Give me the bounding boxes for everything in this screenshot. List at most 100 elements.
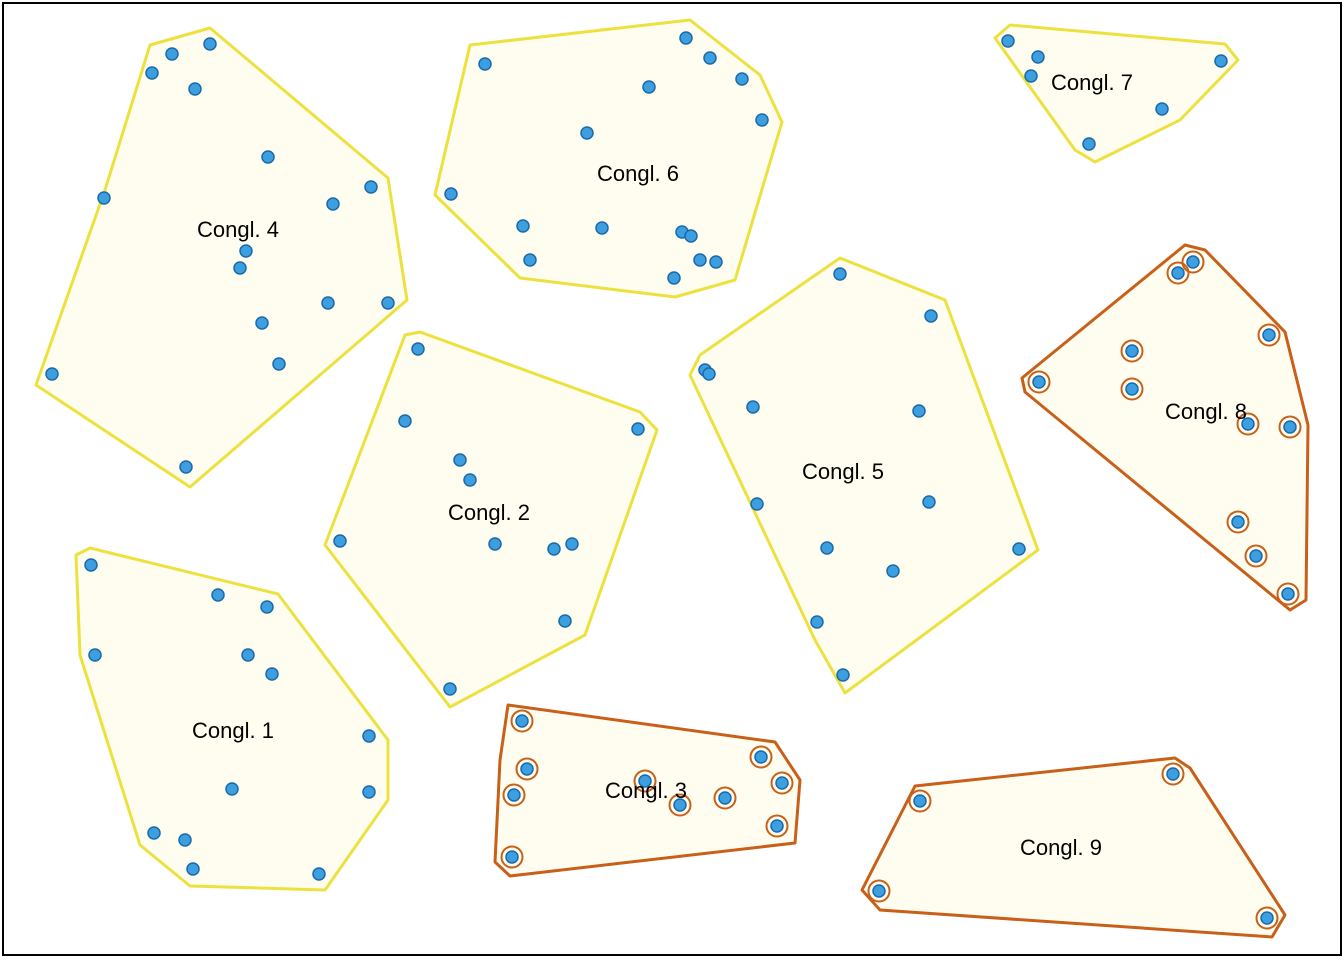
cluster-1-hull[interactable] [74, 546, 390, 892]
data-point [1231, 515, 1245, 529]
data-point [886, 564, 900, 578]
data-point [97, 191, 111, 205]
data-point [693, 253, 707, 267]
data-point [775, 776, 789, 790]
data-point [1082, 137, 1096, 151]
cluster-3-points [500, 709, 794, 869]
data-point [321, 296, 335, 310]
cluster-4-label: Congl. 4 [197, 217, 279, 242]
point-highlight-ring [510, 709, 534, 733]
data-point [702, 367, 716, 381]
data-point [565, 537, 579, 551]
point-highlight-ring [515, 757, 539, 781]
data-point [478, 57, 492, 71]
data-point [255, 316, 269, 330]
data-point [667, 271, 681, 285]
data-point [913, 794, 927, 808]
point-highlight-ring [500, 845, 524, 869]
cluster-4[interactable]: Congl. 4 [34, 26, 409, 489]
data-point [924, 309, 938, 323]
data-point [735, 72, 749, 86]
data-point [912, 404, 926, 418]
point-highlight-ring [749, 745, 773, 769]
point-highlight-ring [668, 793, 692, 817]
data-point [1214, 54, 1228, 68]
data-point [810, 615, 824, 629]
cluster-8-hull[interactable] [1020, 243, 1310, 612]
point-highlight-ring [713, 786, 737, 810]
data-point [820, 541, 834, 555]
cluster-9[interactable]: Congl. 9 [860, 756, 1287, 939]
data-point [1031, 50, 1045, 64]
data-point [679, 31, 693, 45]
data-point [203, 37, 217, 51]
cluster-4-hull[interactable] [34, 26, 409, 489]
cluster-3[interactable]: Congl. 3 [493, 703, 802, 878]
data-point [443, 682, 457, 696]
point-highlight-ring [770, 771, 794, 795]
cluster-6[interactable]: Congl. 6 [433, 18, 784, 299]
data-point [261, 150, 275, 164]
data-point [1281, 587, 1295, 601]
data-point [84, 558, 98, 572]
data-point [241, 648, 255, 662]
point-highlight-ring [1276, 582, 1300, 606]
data-point [1249, 549, 1263, 563]
data-point [381, 296, 395, 310]
data-point [718, 791, 732, 805]
data-point [1260, 911, 1274, 925]
data-point [684, 229, 698, 243]
data-point [1125, 382, 1139, 396]
data-point [507, 788, 521, 802]
data-point [362, 729, 376, 743]
data-point [1166, 767, 1180, 781]
cluster-7-hull[interactable] [993, 23, 1240, 164]
cluster-2[interactable]: Congl. 2 [323, 330, 659, 709]
point-highlight-ring [1226, 510, 1250, 534]
data-point [333, 534, 347, 548]
data-point [595, 221, 609, 235]
point-highlight-ring [1257, 323, 1281, 347]
cluster-5[interactable]: Congl. 5 [688, 256, 1040, 695]
data-point [463, 473, 477, 487]
point-highlight-ring [1278, 415, 1302, 439]
data-point [673, 798, 687, 812]
cluster-2-label: Congl. 2 [448, 500, 530, 525]
data-point [516, 219, 530, 233]
data-point [520, 762, 534, 776]
data-point [186, 862, 200, 876]
data-point [523, 253, 537, 267]
data-point [364, 180, 378, 194]
data-point [1283, 420, 1297, 434]
data-point [260, 600, 274, 614]
cluster-6-label: Congl. 6 [597, 161, 679, 186]
cluster-9-label: Congl. 9 [1020, 835, 1102, 860]
cluster-1[interactable]: Congl. 1 [74, 546, 390, 892]
data-point [362, 785, 376, 799]
data-point [233, 261, 247, 275]
data-point [178, 833, 192, 847]
point-highlight-ring [1236, 412, 1260, 436]
data-point [703, 51, 717, 65]
point-highlight-ring [1120, 339, 1144, 363]
data-point [750, 497, 764, 511]
cluster-9-hull[interactable] [860, 756, 1287, 939]
data-point [453, 453, 467, 467]
data-point [754, 750, 768, 764]
cluster-7-label: Congl. 7 [1051, 70, 1133, 95]
cluster-7[interactable]: Congl. 7 [993, 23, 1240, 164]
data-point [326, 197, 340, 211]
data-point [638, 774, 652, 788]
data-point [165, 47, 179, 61]
cluster-5-hull[interactable] [688, 256, 1040, 695]
data-point [239, 244, 253, 258]
data-point [272, 357, 286, 371]
cluster-5-label: Congl. 5 [802, 459, 884, 484]
point-highlight-ring [1244, 544, 1268, 568]
data-point [188, 82, 202, 96]
cluster-8[interactable]: Congl. 8 [1020, 243, 1310, 612]
data-point [709, 255, 723, 269]
cluster-9-points [867, 762, 1279, 930]
point-highlight-ring [1255, 906, 1279, 930]
data-point [1032, 375, 1046, 389]
